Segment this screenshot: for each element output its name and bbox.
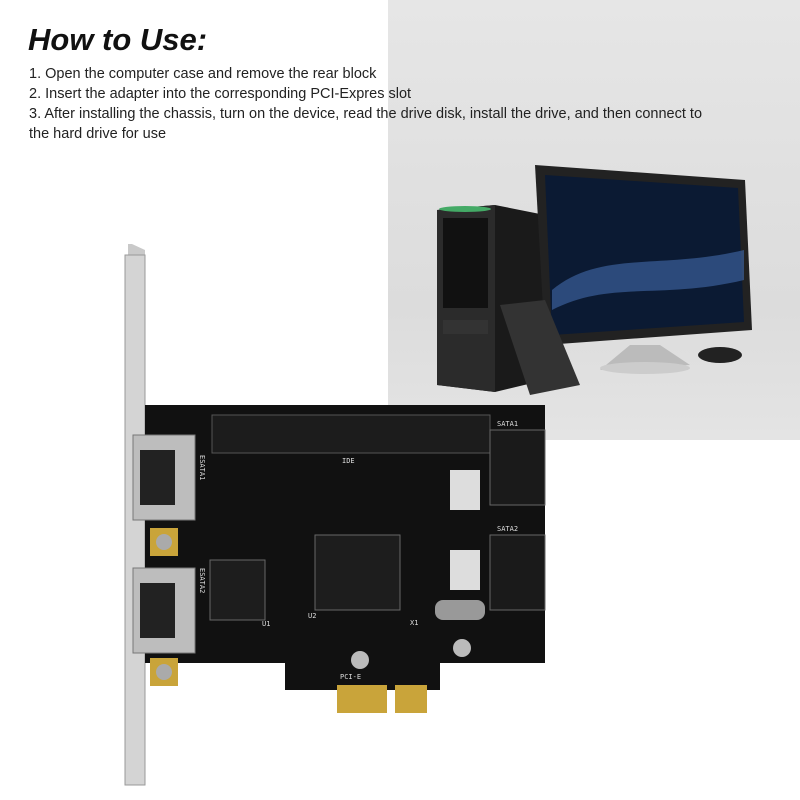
instructions-list: 1. Open the computer case and remove the… bbox=[29, 64, 709, 144]
monitor-image bbox=[535, 165, 752, 374]
ide-label: IDE bbox=[342, 457, 355, 465]
x1-label: X1 bbox=[410, 619, 418, 627]
computer-tower-image bbox=[437, 205, 545, 392]
step-2: 2. Insert the adapter into the correspon… bbox=[29, 86, 412, 102]
step-3: 3. After installing the chassis, turn on… bbox=[29, 106, 703, 142]
pcie-card-image: ESATA1 ESATA2 IDE SATA1 SATA2 PCI-E U1 U… bbox=[68, 244, 546, 786]
sata2-label: SATA2 bbox=[497, 525, 518, 533]
sata1-label: SATA1 bbox=[497, 420, 518, 428]
heading: How to Use: bbox=[28, 22, 208, 57]
esata2-label: ESATA2 bbox=[198, 568, 206, 593]
esata1-label: ESATA1 bbox=[198, 455, 206, 480]
u1-label: U1 bbox=[262, 620, 270, 628]
pcie-label: PCI-E bbox=[340, 673, 361, 681]
jumper-pins bbox=[450, 470, 480, 590]
gold-fingers bbox=[337, 685, 427, 713]
step-1: 1. Open the computer case and remove the… bbox=[29, 66, 377, 82]
keyboard-image bbox=[500, 300, 580, 395]
u2-label: U2 bbox=[308, 612, 316, 620]
mouse-image bbox=[698, 347, 742, 363]
